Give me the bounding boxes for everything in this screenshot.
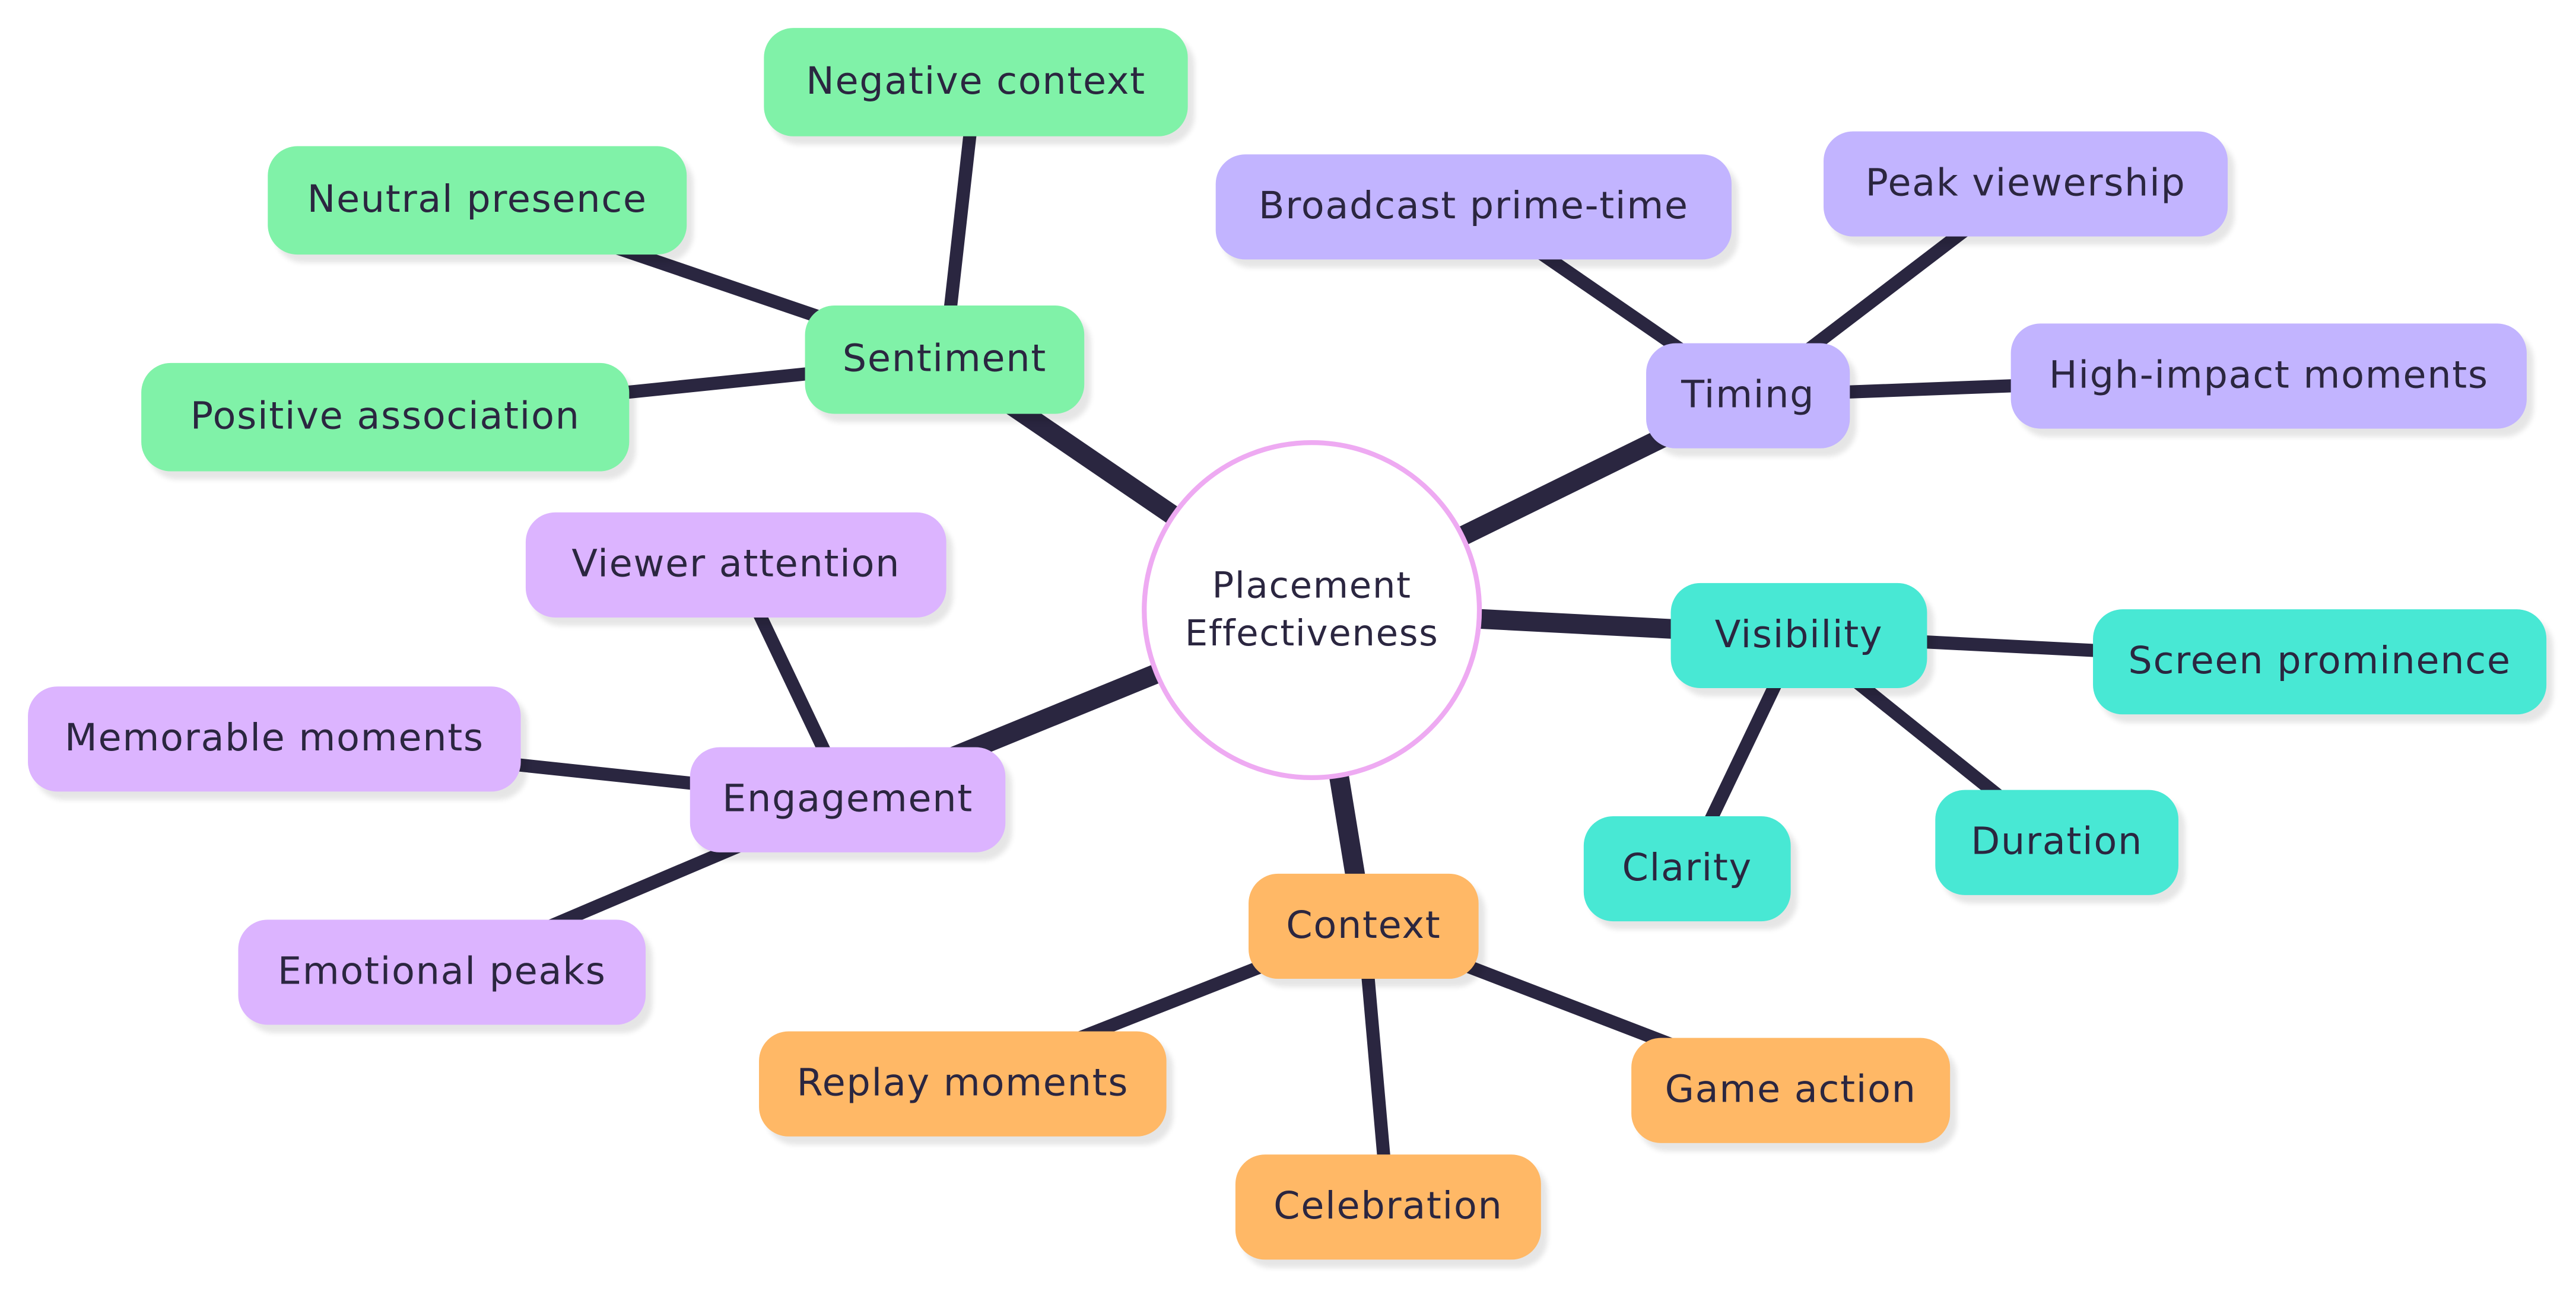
leaf-label: Memorable moments xyxy=(64,717,484,760)
leaf-label: Replay moments xyxy=(796,1062,1129,1106)
leaf-label: Neutral presence xyxy=(307,179,647,222)
leaf-label: Peak viewership xyxy=(1865,163,2186,206)
branch-node-context: Context xyxy=(1249,873,1479,979)
leaf-node-high-impact-moments: High-impact moments xyxy=(2010,323,2527,429)
leaf-node-celebration: Celebration xyxy=(1235,1154,1541,1260)
leaf-node-replay-moments: Replay moments xyxy=(759,1031,1167,1137)
leaf-node-viewer-attention: Viewer attention xyxy=(525,512,946,618)
leaf-node-neutral-presence: Neutral presence xyxy=(268,146,687,255)
root-label-line-2: Effectiveness xyxy=(1184,613,1439,655)
leaf-node-peak-viewership: Peak viewership xyxy=(1824,131,2228,237)
leaf-label: Emotional peaks xyxy=(277,950,606,994)
leaf-label: Screen prominence xyxy=(2128,640,2511,683)
leaf-node-duration: Duration xyxy=(1935,790,2179,895)
leaf-node-broadcast-prime-time: Broadcast prime-time xyxy=(1215,154,1732,260)
leaf-node-screen-prominence: Screen prominence xyxy=(2093,609,2547,715)
branch-node-engagement: Engagement xyxy=(690,747,1006,852)
root-node: Placement Effectiveness xyxy=(1142,440,1482,781)
root-label-line-1: Placement xyxy=(1212,565,1412,607)
branch-label: Visibility xyxy=(1714,614,1883,657)
branch-node-sentiment: Sentiment xyxy=(805,305,1085,414)
leaf-label: Celebration xyxy=(1273,1185,1503,1229)
leaf-label: Broadcast prime-time xyxy=(1258,185,1689,228)
leaf-node-clarity: Clarity xyxy=(1583,816,1791,922)
leaf-node-negative-context: Negative context xyxy=(764,28,1188,136)
leaf-label: Clarity xyxy=(1622,847,1752,890)
leaf-node-memorable-moments: Memorable moments xyxy=(28,686,521,792)
leaf-node-positive-association: Positive association xyxy=(141,362,630,472)
leaf-label: Positive association xyxy=(190,396,580,439)
branch-label: Timing xyxy=(1681,374,1815,418)
leaf-label: Viewer attention xyxy=(571,543,901,587)
leaf-node-emotional-peaks: Emotional peaks xyxy=(238,919,646,1025)
branch-label: Sentiment xyxy=(842,338,1047,381)
branch-node-timing: Timing xyxy=(1646,343,1850,448)
leaf-label: Duration xyxy=(1971,821,2143,864)
branch-node-visibility: Visibility xyxy=(1670,583,1927,688)
leaf-label: High-impact moments xyxy=(2048,354,2489,397)
branch-label: Engagement xyxy=(722,778,973,822)
branch-label: Context xyxy=(1286,905,1441,948)
leaf-label: Game action xyxy=(1665,1069,1917,1112)
leaf-node-game-action: Game action xyxy=(1631,1038,1951,1143)
leaf-label: Negative context xyxy=(806,61,1146,104)
